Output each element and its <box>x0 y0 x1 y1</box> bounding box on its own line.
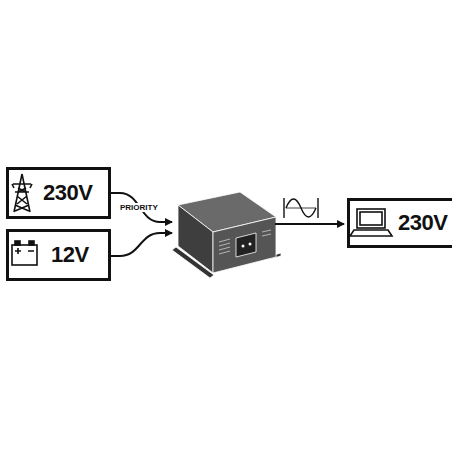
priority-label: PRIORITY <box>119 203 159 212</box>
inverter-device <box>172 192 281 278</box>
battery-source-box: 12V <box>6 229 111 281</box>
load-output-box: 230V <box>347 198 452 248</box>
voltage-label: 230V <box>43 180 92 206</box>
laptop-icon <box>350 209 392 236</box>
input-wire <box>111 233 172 256</box>
sine-symbol <box>284 198 318 218</box>
voltage-label: 12V <box>51 242 89 268</box>
pylon-icon <box>12 174 32 212</box>
output-wire <box>275 223 344 225</box>
voltage-label: 230V <box>398 210 447 236</box>
battery-icon <box>12 241 37 265</box>
mains-source-box: 230V <box>6 167 111 219</box>
input-wire <box>111 193 172 222</box>
